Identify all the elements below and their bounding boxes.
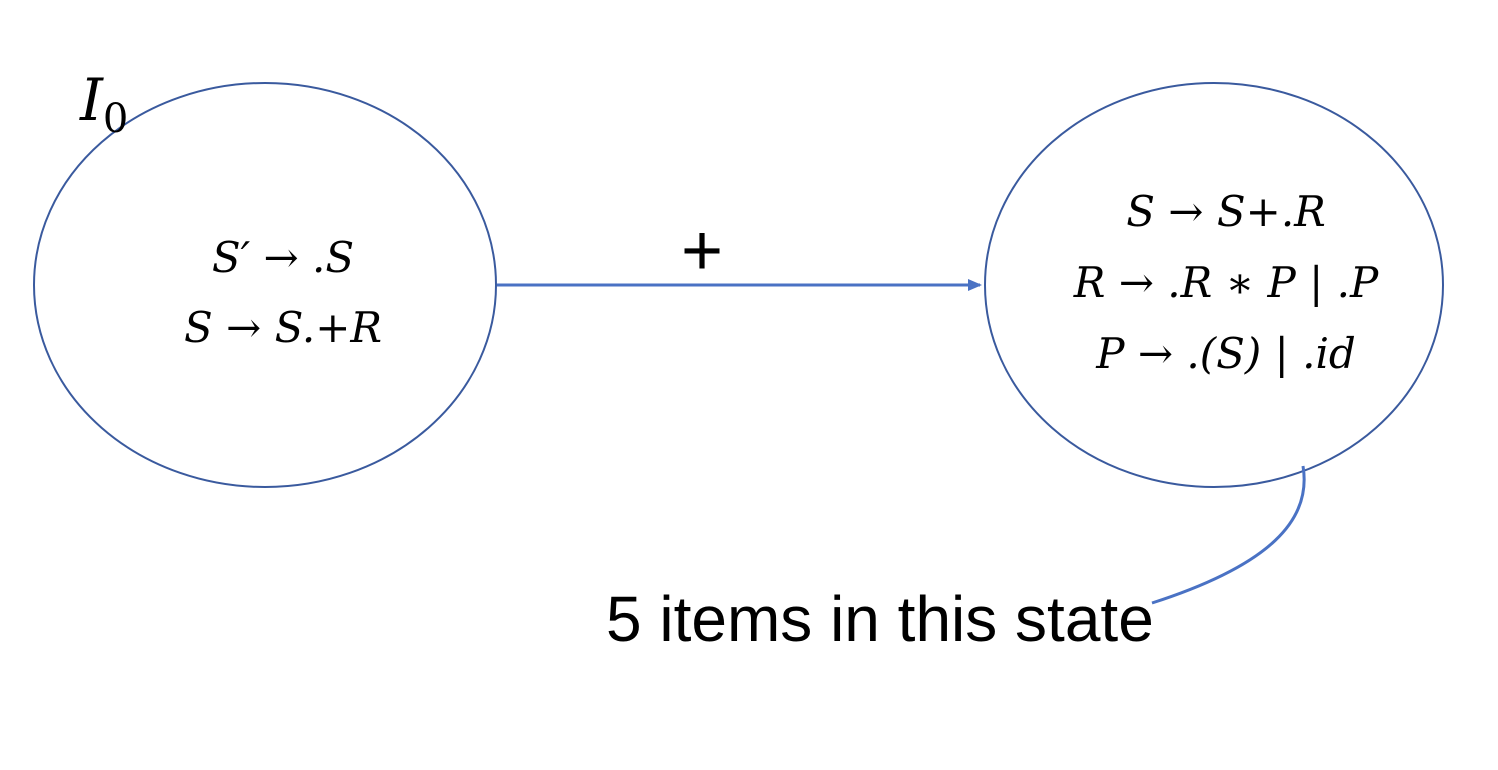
state-i0: I0 S′ → .S S → S.+R bbox=[33, 66, 497, 488]
annotation-text: 5 items in this state bbox=[606, 583, 1154, 655]
state-i0-label-subscript: 0 bbox=[103, 96, 128, 142]
state-next-item: R → .R ∗ P | .P bbox=[1073, 258, 1379, 307]
transition-edge: + bbox=[497, 211, 982, 291]
state-next-ellipse bbox=[984, 82, 1444, 488]
annotation: 5 items in this state bbox=[606, 465, 1306, 655]
state-i0-item: S → S.+R bbox=[184, 303, 382, 352]
state-i0-item: S′ → .S bbox=[212, 233, 354, 282]
state-next-item: S → S+.R bbox=[1126, 187, 1326, 236]
annotation-connector bbox=[1151, 465, 1306, 605]
transition-symbol: + bbox=[681, 211, 723, 291]
state-next-item: P → .(S) | .id bbox=[1095, 329, 1356, 378]
state-i0-ellipse bbox=[33, 82, 497, 488]
state-i0-label: I0 bbox=[79, 66, 128, 142]
state-i0-label-main: I bbox=[79, 66, 104, 134]
state-next: S → S+.R R → .R ∗ P | .P P → .(S) | .id bbox=[984, 82, 1444, 488]
